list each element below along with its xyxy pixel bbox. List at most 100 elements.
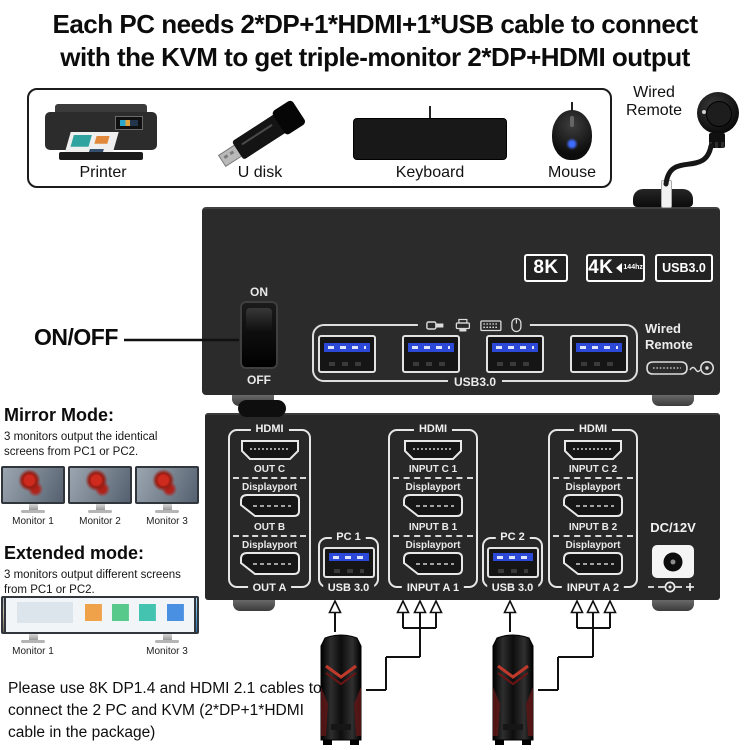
input-c2-label: INPUT C 2 — [568, 464, 618, 475]
monitor: Monitor 2 — [68, 466, 132, 527]
in2-hdmi-label: HDMI — [573, 423, 613, 435]
dc-power-label: DC/12V — [650, 520, 696, 535]
chevron-left-icon — [616, 263, 623, 273]
extended-mode-desc: 3 monitors output different screens from… — [4, 569, 181, 596]
badge-8k: 8K — [524, 254, 568, 282]
input-a2-label: INPUT A 2 — [561, 582, 625, 594]
badge-4k-144hz: 4K 144hz — [586, 254, 645, 282]
onoff-callout: ON/OFF — [34, 324, 118, 350]
udisk-image — [208, 99, 312, 168]
displayport-port — [563, 494, 623, 517]
wired-remote-port-label: Wired Remote — [645, 321, 717, 385]
monitor: Monitor 2 — [4, 596, 196, 657]
title-line-1: Each PC needs 2*DP+1*HDMI+1*USB cable to… — [52, 9, 698, 39]
rear-foot-right — [652, 597, 694, 611]
dashed-divider — [553, 477, 633, 479]
peripheral-printer: Printer — [37, 102, 169, 182]
keyboard-image — [351, 106, 509, 162]
mirror-mode-desc: 3 monitors output the identical screens … — [4, 431, 158, 458]
pc1-group: PC 1 USB 3.0 — [318, 531, 379, 594]
cable-note: Please use 8K DP1.4 and HDMI 2.1 cables … — [8, 680, 322, 741]
hub-label: USB3.0 — [447, 375, 503, 389]
in1-dp2-label: Displayport — [405, 540, 461, 551]
keyboard-icon — [480, 319, 502, 331]
out-b-label: OUT B — [253, 522, 286, 533]
in1-dp1-label: Displayport — [405, 482, 461, 493]
peripherals-box: Printer U disk Keyboard Mouse — [27, 88, 612, 188]
badge-usb3: USB3.0 — [655, 254, 713, 282]
page-title: Each PC needs 2*DP+1*HDMI+1*USB cable to… — [0, 8, 750, 74]
pc2-group: PC 2 USB 3.0 — [482, 531, 543, 594]
out-c-label: OUT C — [253, 464, 286, 475]
dashed-divider — [393, 477, 473, 479]
monitor-screen — [135, 466, 199, 504]
rear-knob-foot — [238, 400, 286, 417]
mouse-label: Mouse — [547, 164, 596, 181]
monitor: Monitor 3 — [135, 466, 199, 527]
mouse-icon — [511, 317, 522, 333]
power-switch — [240, 301, 278, 369]
mouse-image — [549, 102, 595, 162]
input-a1-label: INPUT A 1 — [401, 582, 465, 594]
pc1-tower-image — [320, 634, 362, 745]
in2-dp2-label: Displayport — [565, 540, 621, 551]
hdmi-port — [240, 440, 299, 460]
printer-label: Printer — [79, 164, 127, 181]
monitor-screen — [1, 466, 65, 504]
extended-mode-heading: Extended mode: — [4, 543, 145, 563]
out-dp2-label: Displayport — [241, 540, 297, 551]
printer-icon — [455, 318, 471, 331]
input-b2-label: INPUT B 2 — [568, 522, 618, 533]
keyboard-label: Keyboard — [395, 164, 465, 181]
arrowheads — [328, 599, 617, 614]
input1-group: HDMI INPUT C 1 Displayport INPUT B 1 Dis… — [388, 423, 478, 594]
extended-monitors: Monitor 1 Monitor 2 Monitor 3 — [1, 596, 199, 657]
mirror-mode-heading: Mirror Mode: — [4, 405, 114, 425]
dc-power-jack — [652, 545, 694, 578]
pc2-label: PC 2 — [495, 531, 530, 543]
peripheral-udisk: U disk — [208, 99, 312, 182]
displayport-port — [239, 552, 300, 575]
dashed-divider — [233, 477, 306, 479]
usb3-port-1 — [318, 335, 376, 373]
usb-disk-icon — [426, 320, 444, 330]
usb3-port-3 — [486, 335, 544, 373]
rear-foot-left — [233, 597, 275, 611]
input-c1-label: INPUT C 1 — [408, 464, 458, 475]
pc1-usb-port — [322, 547, 375, 578]
wired-remote-callout: Wired Remote — [625, 84, 683, 119]
peripheral-keyboard: Keyboard — [351, 106, 509, 182]
pc2-tower-image — [492, 634, 534, 745]
in1-hdmi-label: HDMI — [413, 423, 453, 435]
kvm-rear-panel: HDMI OUT C Displayport OUT B Displayport… — [205, 413, 720, 600]
hdmi-port — [564, 440, 622, 460]
out-a-label: OUT A — [247, 582, 292, 594]
front-foot-right — [652, 392, 694, 406]
dashed-divider — [233, 535, 306, 537]
dashed-divider — [393, 535, 473, 537]
dc-polarity-icon — [648, 581, 694, 593]
monitor-screen — [4, 596, 196, 634]
switch-on-label: ON — [250, 285, 268, 299]
pc2-usb-label: USB 3.0 — [486, 582, 539, 594]
mirror-monitors: Monitor 1 Monitor 2 Monitor 3 — [1, 466, 199, 527]
title-line-2: with the KVM to get triple-monitor 2*DP+… — [60, 42, 690, 72]
peripheral-mouse: Mouse — [548, 102, 596, 182]
pc1-usb-label: USB 3.0 — [322, 582, 375, 594]
input2-group: HDMI INPUT C 2 Displayport INPUT B 2 Dis… — [548, 423, 638, 594]
usb3-port-2 — [402, 335, 460, 373]
usb3-port-4 — [570, 335, 628, 373]
remote-plug — [661, 180, 672, 208]
displayport-port — [403, 552, 463, 575]
usb-hub-group: USB3.0 — [312, 317, 638, 389]
input-b1-label: INPUT B 1 — [408, 522, 458, 533]
monitor: Monitor 1 — [1, 466, 65, 527]
pc2-usb-port — [486, 547, 539, 578]
in2-dp1-label: Displayport — [565, 482, 621, 493]
monitor-screen — [68, 466, 132, 504]
out-hdmi-label: HDMI — [250, 423, 289, 435]
remote-cable — [663, 143, 714, 187]
displayport-port — [563, 552, 623, 575]
remote-button — [697, 92, 739, 134]
